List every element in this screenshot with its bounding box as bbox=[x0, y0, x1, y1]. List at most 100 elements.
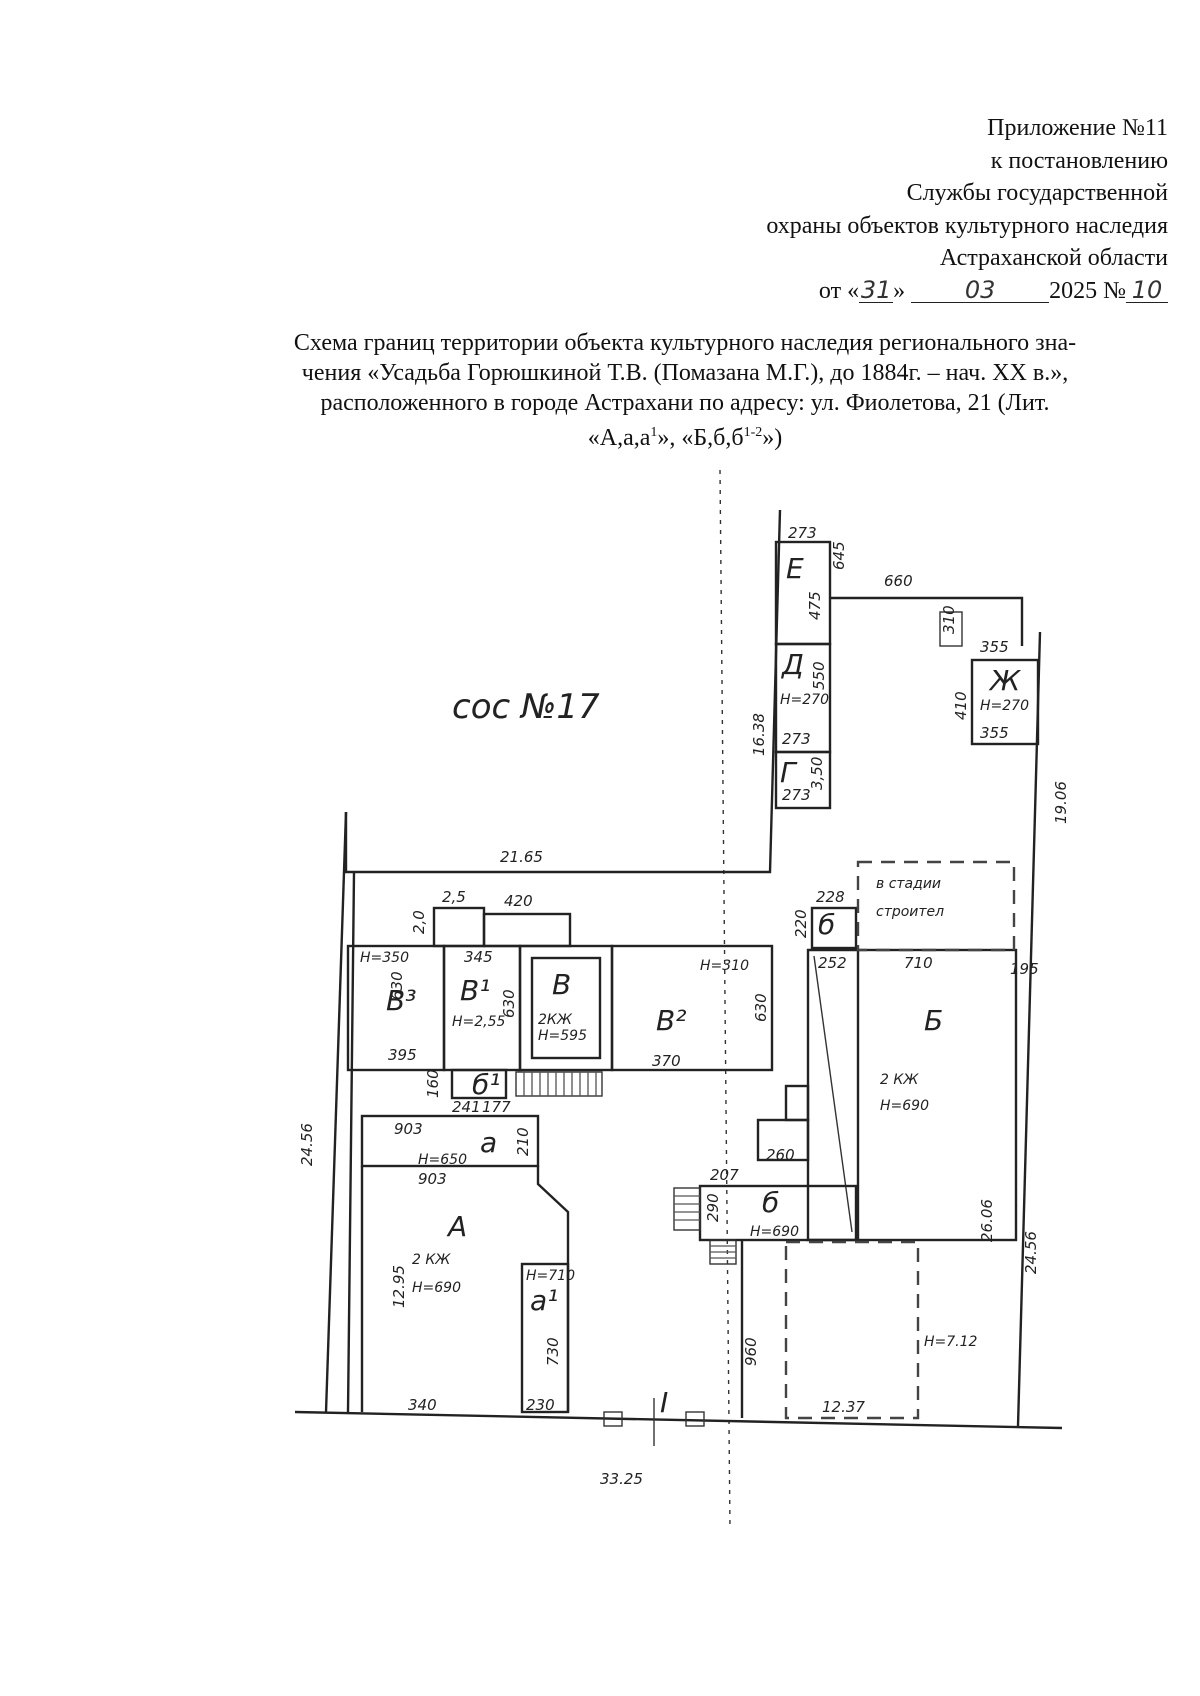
neighbor-plot-label: coc №17 bbox=[452, 687, 600, 727]
planned-building-outline bbox=[784, 1240, 920, 1420]
dim-228: 228 bbox=[816, 888, 845, 906]
dim-630c: 630 bbox=[752, 993, 770, 1022]
building-b-diagonal bbox=[813, 955, 853, 1233]
building-B bbox=[856, 948, 1018, 1242]
dim-210: 210 bbox=[514, 1127, 532, 1156]
note-a-height: Н=690 bbox=[412, 1280, 461, 1296]
dim-630b: 630 bbox=[500, 989, 518, 1018]
west-inner-line bbox=[346, 871, 356, 1413]
letter-V2: В² bbox=[656, 1004, 686, 1037]
street-line bbox=[294, 1410, 1063, 1430]
dim-645: 645 bbox=[830, 541, 848, 570]
west-boundary bbox=[324, 811, 348, 1413]
dim-350: 3,50 bbox=[808, 757, 826, 790]
letter-V1: В¹ bbox=[460, 974, 490, 1007]
yard-fence-north bbox=[830, 596, 1024, 646]
building-a1 bbox=[520, 1262, 570, 1414]
note-a-floors: 2 КЖ bbox=[412, 1252, 451, 1268]
dim-355b: 355 bbox=[980, 724, 1009, 742]
dim-730: 730 bbox=[544, 1337, 562, 1366]
appendix-service-line2: охраны объектов культурного наследия bbox=[766, 212, 1168, 239]
letter-a1: а¹ bbox=[530, 1284, 558, 1317]
dim-710: 710 bbox=[904, 954, 933, 972]
dim-260: 260 bbox=[766, 1146, 795, 1164]
letter-b-small: б bbox=[818, 908, 835, 941]
note-under-construction-2: строител bbox=[876, 904, 944, 920]
dim-160: 160 bbox=[424, 1069, 442, 1098]
appendix-number: Приложение №11 bbox=[987, 115, 1168, 141]
building-a bbox=[360, 1114, 540, 1168]
note-under-construction-1: в стадии bbox=[876, 876, 941, 892]
title-line-2: чения «Усадьба Горюшкиной Т.В. (Помазана… bbox=[301, 360, 1069, 386]
title-line-4: «А,а,а1», «Б,б,б1-2») bbox=[587, 425, 783, 451]
dim-475: 475 bbox=[806, 591, 824, 620]
dim-660: 660 bbox=[884, 572, 913, 590]
stairs-b-south bbox=[709, 1239, 737, 1265]
letter-B: Б bbox=[924, 1004, 943, 1037]
building-b-small bbox=[810, 906, 858, 950]
building-V-inner bbox=[530, 956, 602, 1060]
dim-2606: 26.06 bbox=[978, 1199, 996, 1242]
date-day: 31 bbox=[859, 275, 894, 304]
dim-3325: 33.25 bbox=[600, 1470, 643, 1488]
dim-2456-left: 24.56 bbox=[298, 1123, 316, 1166]
appendix-to-resolution: к постановлению bbox=[990, 147, 1168, 174]
title-line-1: Схема границ территории объекта культурн… bbox=[293, 330, 1077, 356]
note-b-floors: 2 КЖ bbox=[880, 1072, 919, 1088]
gate-post-right bbox=[685, 1411, 705, 1427]
note-a1-height: Н=710 bbox=[526, 1268, 575, 1284]
dim-20: 2,0 bbox=[410, 910, 428, 934]
letter-V3: В³ bbox=[386, 984, 416, 1017]
dim-220: 220 bbox=[792, 909, 810, 938]
note-v3-height: Н=350 bbox=[360, 950, 409, 966]
building-Zh bbox=[970, 658, 1040, 746]
under-construction-outline bbox=[856, 860, 1016, 952]
building-G bbox=[774, 750, 832, 810]
note-b1-height: Н=690 bbox=[750, 1224, 799, 1240]
appendix-service: Службы государственной bbox=[906, 180, 1168, 206]
note-d-height: Н=270 bbox=[780, 692, 829, 708]
note-zh-height: Н=270 bbox=[980, 698, 1029, 714]
appendix-region: Астраханской области bbox=[939, 245, 1168, 271]
date-month: 03 bbox=[911, 278, 1050, 303]
building-b-annex-small bbox=[784, 1084, 810, 1122]
document-title: Схема границ территории объекта культурн… bbox=[205, 328, 1165, 453]
dim-273b: 273 bbox=[782, 730, 811, 748]
dim-2165: 21.65 bbox=[500, 848, 543, 866]
note-v2-height: Н=310 bbox=[700, 958, 749, 974]
dim-177: 177 bbox=[482, 1098, 511, 1116]
stairs-v bbox=[515, 1071, 603, 1097]
dim-903b: 903 bbox=[418, 1170, 447, 1188]
doc-number: 10 bbox=[1126, 278, 1168, 303]
dim-1638: 16.38 bbox=[750, 713, 768, 756]
small-shed bbox=[939, 611, 963, 647]
building-b-annex bbox=[756, 1118, 810, 1162]
appendix-header: Приложение №11 к постановлению Службы го… bbox=[766, 112, 1168, 307]
dim-1237: 12.37 bbox=[822, 1398, 865, 1416]
dim-1295: 12.95 bbox=[390, 1265, 408, 1308]
porch-right bbox=[482, 912, 572, 948]
note-yard-height: Н=7.12 bbox=[924, 1334, 978, 1350]
dim-1906: 19.06 bbox=[1052, 781, 1070, 824]
building-b1 bbox=[450, 1068, 508, 1100]
dim-25: 2,5 bbox=[442, 888, 466, 906]
dim-273a: 273 bbox=[788, 524, 817, 542]
dim-195: 195 bbox=[1010, 960, 1039, 978]
date-prefix: от « bbox=[818, 277, 860, 304]
dim-903a: 903 bbox=[394, 1120, 423, 1138]
letter-E: Е bbox=[786, 552, 804, 585]
letter-Zh: Ж bbox=[988, 664, 1022, 697]
dim-550: 550 bbox=[810, 661, 828, 690]
stairs-b-west bbox=[673, 1187, 701, 1231]
note-v-floors: 2КЖ bbox=[538, 1012, 573, 1028]
dim-960: 960 bbox=[742, 1337, 760, 1366]
letter-V: В bbox=[552, 968, 571, 1001]
dim-290: 290 bbox=[704, 1193, 722, 1222]
letter-A: А bbox=[446, 1210, 467, 1243]
note-b-height: Н=690 bbox=[880, 1098, 929, 1114]
dim-310: 310 bbox=[940, 605, 958, 634]
title-line-3: расположенного в городе Астрахани по адр… bbox=[320, 390, 1050, 416]
dim-370: 370 bbox=[652, 1052, 681, 1070]
